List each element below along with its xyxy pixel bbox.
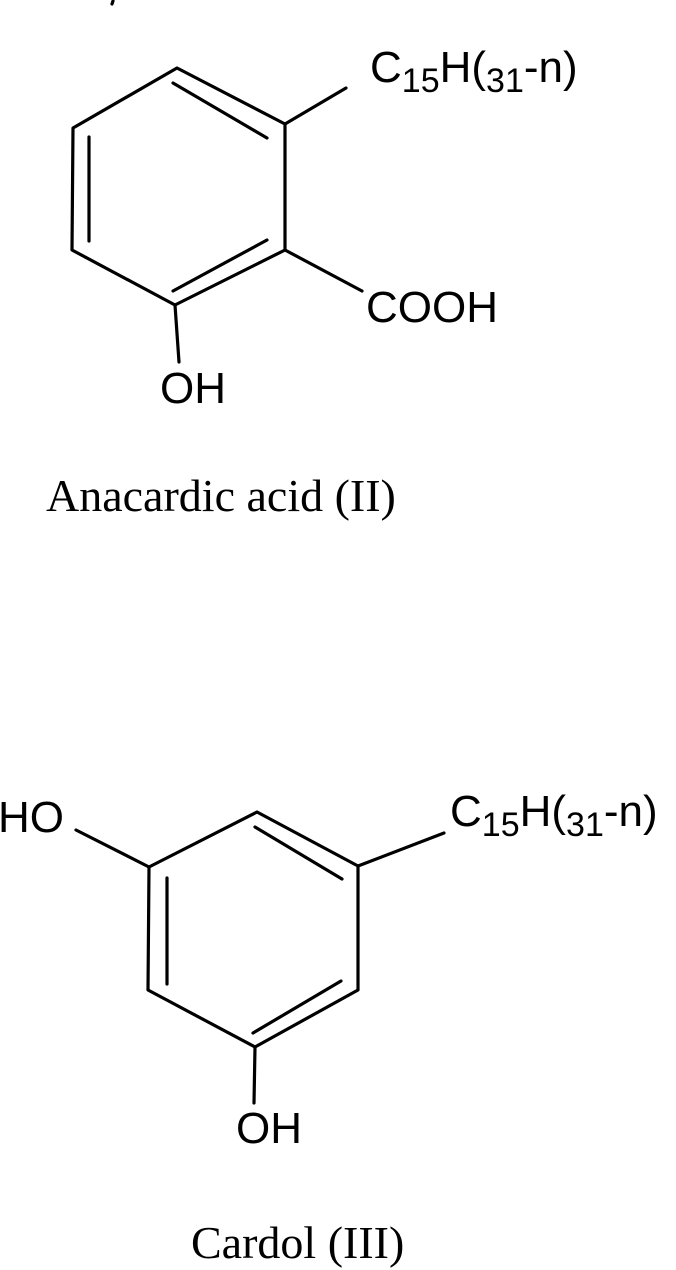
hydroxyl-label: OH — [160, 364, 226, 413]
cardol-structure: HO C15H(31-n) OH Cardol (III) — [0, 787, 658, 1268]
anacardic-acid-caption: Anacardic acid (II) — [46, 470, 396, 521]
alkyl-bond — [283, 86, 348, 126]
double-bond-inner-top — [253, 825, 344, 881]
hydroxyl-bond — [173, 303, 181, 364]
benzene-ring — [70, 66, 287, 307]
alkyl-chain-label: C15H(31-n) — [370, 43, 578, 100]
carboxyl-label: COOH — [366, 283, 498, 332]
hydroxyl-left-label: HO — [0, 793, 64, 842]
hydroxyl-bottom-label: OH — [236, 1104, 302, 1153]
double-bond-inner-bottom — [251, 979, 343, 1035]
stray-mark — [110, 0, 115, 6]
benzene-ring — [146, 810, 360, 1049]
hydroxyl-left-bond — [74, 828, 151, 869]
double-bond-inner-bottom — [171, 238, 269, 293]
double-bond-inner-top — [171, 81, 269, 140]
alkyl-bond — [356, 831, 446, 868]
anacardic-acid-structure: C15H(31-n) COOH OH Anacardic acid (II) — [46, 43, 578, 521]
cardol-caption: Cardol (III) — [191, 1217, 404, 1268]
hydroxyl-bottom-bond — [252, 1045, 257, 1105]
alkyl-chain-label: C15H(31-n) — [450, 787, 658, 844]
carboxyl-bond — [283, 248, 364, 293]
